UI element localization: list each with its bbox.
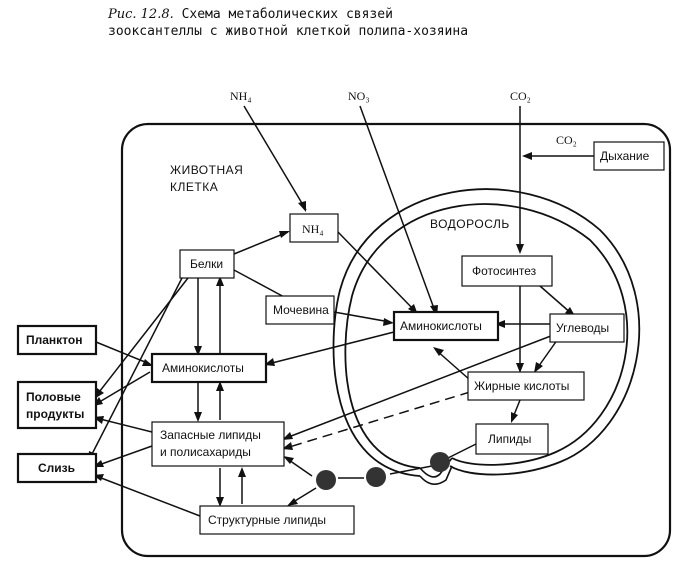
node-mochevina: Мочевина xyxy=(265,295,335,325)
caption-text: Схема метаболических связей зооксантеллы… xyxy=(108,7,469,39)
node-dykhanie: Дыхание xyxy=(593,141,665,171)
figure-caption: Рис. 12.8. Схема метаболических связей з… xyxy=(108,6,478,40)
no3-input: NO₃ xyxy=(348,89,370,103)
svg-text:продукты: продукты xyxy=(26,407,84,421)
caption-prefix: Рис. 12.8. xyxy=(108,7,174,22)
lipid-droplets xyxy=(316,452,450,490)
svg-text:и полисахариды: и полисахариды xyxy=(160,445,251,459)
svg-text:Мочевина: Мочевина xyxy=(273,303,329,317)
animal-cell-label-2: КЛЕТКА xyxy=(170,180,218,194)
nh4-input: NH₄ xyxy=(230,89,252,103)
node-belki: Белки xyxy=(179,249,235,279)
node-sliz: Слизь xyxy=(16,452,98,484)
co2-input-side: CO₂ xyxy=(556,133,577,147)
svg-text:Структурные липиды: Структурные липиды xyxy=(208,513,326,527)
lipid-droplet xyxy=(430,452,450,472)
node-zapasnye: Запасные липиды и полисахариды xyxy=(151,421,285,467)
node-fotosintez: Фотосинтез xyxy=(461,255,553,287)
svg-text:Планктон: Планктон xyxy=(26,333,82,347)
co2-input-top: CO₂ xyxy=(510,89,531,103)
svg-text:Жирные кислоты: Жирные кислоты xyxy=(474,379,569,393)
lipid-droplet xyxy=(316,470,336,490)
lipid-droplet xyxy=(366,467,386,487)
svg-text:Фотосинтез: Фотосинтез xyxy=(472,264,537,278)
node-nh4-inner: NH₄ xyxy=(289,213,339,243)
animal-cell-label-1: ЖИВОТНАЯ xyxy=(170,163,243,177)
node-aminokisloty-animal: Аминокислоты xyxy=(150,352,268,384)
svg-text:Липиды: Липиды xyxy=(488,432,531,446)
alga-inner-membrane xyxy=(344,203,629,469)
alga-outer-membrane xyxy=(332,188,641,477)
node-uglevody: Углеводы xyxy=(549,313,625,343)
svg-text:Запасные липиды: Запасные липиды xyxy=(160,428,261,442)
svg-text:Углеводы: Углеводы xyxy=(556,321,609,335)
animal-cell-outline xyxy=(120,122,672,558)
node-aminokisloty-alga: Аминокислоты xyxy=(392,310,500,342)
svg-text:Дыхание: Дыхание xyxy=(600,149,650,163)
node-polovye: Половые продукты xyxy=(16,380,98,430)
node-plankton: Планктон xyxy=(16,324,98,356)
alga-label: ВОДОРОСЛЬ xyxy=(430,217,510,231)
svg-text:Аминокислоты: Аминокислоты xyxy=(400,319,482,333)
node-zhirnye: Жирные кислоты xyxy=(467,371,585,401)
node-lipidy: Липиды xyxy=(475,423,549,455)
alga-channel xyxy=(419,457,453,485)
svg-text:Аминокислоты: Аминокислоты xyxy=(162,361,244,375)
svg-text:Слизь: Слизь xyxy=(38,461,75,475)
svg-text:NH₄: NH₄ xyxy=(302,222,324,236)
node-strukturnye: Структурные липиды xyxy=(199,505,355,535)
svg-text:Белки: Белки xyxy=(190,257,223,271)
svg-text:Половые: Половые xyxy=(26,390,81,404)
flow-arrows xyxy=(88,105,594,517)
